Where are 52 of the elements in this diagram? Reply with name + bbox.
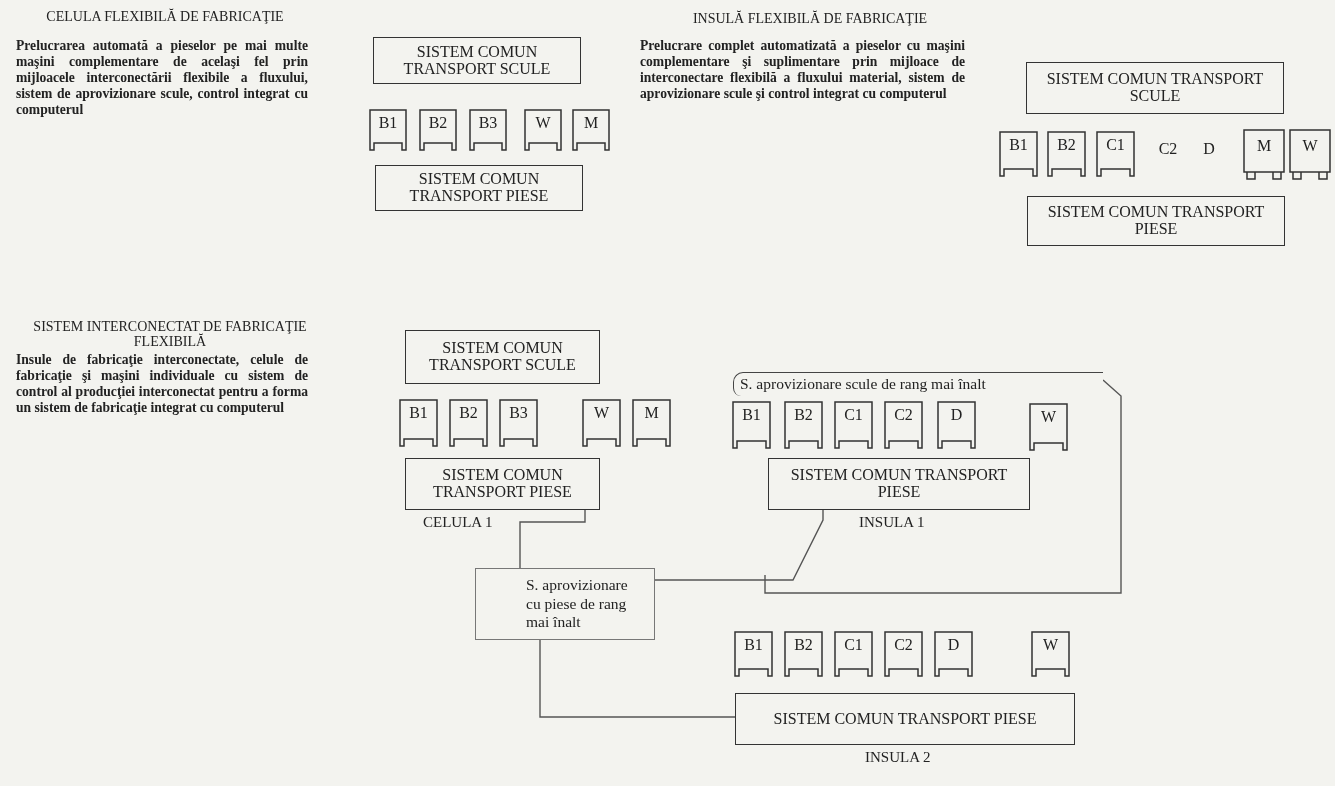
machine-box: W: [583, 400, 620, 446]
machine-box: W: [1032, 632, 1069, 676]
machine-box: C1: [835, 402, 872, 448]
machine-box: B2: [1048, 132, 1085, 176]
machine-box: C2: [885, 632, 922, 676]
system-box: SISTEM COMUN TRANSPORT PIESE: [735, 693, 1075, 745]
machine-box: B3: [470, 110, 506, 150]
machine-label: C2: [1157, 140, 1179, 158]
system-box: SISTEM COMUN TRANSPORT PIESE: [768, 458, 1030, 510]
system-box: SISTEM COMUN TRANSPORT SCULE: [405, 330, 600, 384]
machine-box: M: [573, 110, 609, 150]
machine-box: M: [633, 400, 670, 446]
supply-label-box: S. aprovizionare scule de rang mai înalt: [733, 372, 1103, 396]
machine-box: B1: [1000, 132, 1037, 176]
machine-box: B2: [450, 400, 487, 446]
machine-box: B1: [400, 400, 437, 446]
wheeled-machine-box: M: [1244, 130, 1284, 180]
machine-box: C2: [885, 402, 922, 448]
group-label: CELULA 1: [423, 514, 493, 531]
machine-box: D: [935, 632, 972, 676]
system-box: SISTEM COMUN TRANSPORT PIESE: [405, 458, 600, 510]
system-box: SISTEM COMUN TRANSPORT SCULE: [373, 37, 581, 84]
machine-box: B3: [500, 400, 537, 446]
group-label: INSULA 1: [859, 514, 925, 531]
machine-label: D: [1202, 140, 1216, 158]
conveyor-line: [519, 509, 586, 569]
section-description: Prelucrarea automată a pieselor pe mai multe maşini complementare de acelaşi fel prin mijloacele interconectării flexibile a fluxului, sistem de aprovizionare scule, control integrat cu computerul: [16, 38, 308, 119]
supply-box: S. aprovizionare cu piese de rang mai înalt: [475, 568, 655, 640]
machine-box: D: [938, 402, 975, 448]
system-box: SISTEM COMUN TRANSPORT PIESE: [375, 165, 583, 211]
conveyor-line: [764, 379, 1122, 594]
system-box: SISTEM COMUN TRANSPORT SCULE: [1026, 62, 1284, 114]
machine-box: B1: [733, 402, 770, 448]
section-title: CELULA FLEXIBILĂ DE FABRICAŢIE: [45, 10, 285, 25]
machine-box: B2: [420, 110, 456, 150]
section-description: Prelucrare complet automatizată a pieselor cu maşini complementare şi suplimentare prin mijloace de interconectare flexibilă a fluxului material, sistem de aprovizionare scule şi control integrat cu computerul: [640, 38, 965, 103]
system-box: SISTEM COMUN TRANSPORT PIESE: [1027, 196, 1285, 246]
conveyor-line: [539, 639, 736, 718]
machine-box: W: [1030, 404, 1067, 450]
section-description: Insule de fabricaţie interconectate, celule de fabricaţie şi maşini individuale cu sistem de control al producţiei interconectat pentru a forma un sistem de fabricaţie integrat cu computerul: [16, 352, 308, 417]
section-title: INSULĂ FLEXIBILĂ DE FABRICAŢIE: [691, 12, 929, 27]
machine-box: B1: [370, 110, 406, 150]
machine-box: B2: [785, 632, 822, 676]
machine-box: B1: [735, 632, 772, 676]
machine-box: W: [525, 110, 561, 150]
group-label: INSULA 2: [865, 749, 931, 766]
wheeled-machine-box: W: [1290, 130, 1330, 180]
conveyor-line: [654, 509, 824, 581]
machine-box: C1: [835, 632, 872, 676]
section-title: SISTEM INTERCONECTAT DE FABRICAŢIE FLEXIBILĂ: [32, 320, 308, 350]
machine-box: B2: [785, 402, 822, 448]
machine-box: C1: [1097, 132, 1134, 176]
